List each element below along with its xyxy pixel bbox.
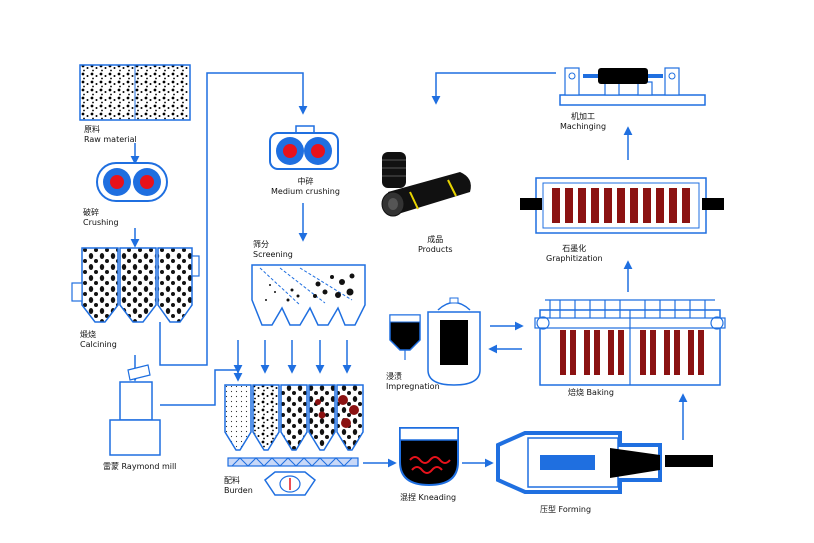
baking-furnace [534, 299, 726, 386]
label-kneading-zh: 混捏 [400, 493, 416, 502]
label-forming-en: Forming [558, 505, 592, 514]
label-products-zh: 成品 [427, 235, 444, 244]
label-burden-zh: 配料 [224, 476, 240, 485]
label-impregnation: 浸渍 Impregnation [386, 372, 440, 392]
label-baking-zh: 焙烧 [568, 388, 584, 397]
label-graphitization-en: Graphitization [546, 254, 603, 263]
raw-material-block [79, 64, 191, 121]
label-crushing-en: Crushing [83, 218, 119, 227]
medium-crusher [269, 125, 339, 170]
label-kneading-en: Kneading [418, 493, 457, 502]
kneader [399, 427, 459, 487]
label-calcining-zh: 煅烧 [80, 330, 96, 339]
label-calcining: 煅烧 Calcining [80, 330, 117, 350]
connector-calciner-outlet [159, 72, 308, 366]
label-baking-en: Baking [586, 388, 614, 397]
label-raw-material-zh: 原料 [84, 125, 100, 134]
label-burden-en: Burden [224, 486, 253, 495]
forming-press [496, 431, 713, 494]
impregnation-unit [389, 297, 481, 386]
screening-outlet-arrows [233, 340, 352, 374]
label-screening: 筛分 Screening [253, 240, 293, 260]
products-electrodes [381, 152, 471, 217]
graphitization-furnace [520, 177, 724, 234]
label-kneading: 混捏 Kneading [400, 493, 456, 503]
label-medium-crushing-zh: 中碎 [297, 177, 314, 186]
label-impregnation-en: Impregnation [386, 382, 440, 391]
label-products-en: Products [418, 245, 453, 254]
label-calcining-en: Calcining [80, 340, 117, 349]
label-raymond-mill-zh: 雷蒙 [103, 462, 119, 471]
label-screening-zh: 筛分 [253, 240, 269, 249]
label-crushing-zh: 破碎 [83, 208, 99, 217]
label-products: 成品 Products [418, 235, 453, 255]
label-impregnation-zh: 浸渍 [386, 372, 402, 381]
weighing-scale [263, 471, 317, 496]
label-medium-crushing: 中碎 Medium crushing [271, 177, 340, 197]
label-crushing: 破碎 Crushing [83, 208, 119, 228]
label-medium-crushing-en: Medium crushing [271, 187, 340, 196]
label-raw-material: 原料 Raw material [84, 125, 137, 145]
label-forming-zh: 压型 [540, 505, 556, 514]
machining-lathe [559, 67, 706, 106]
arrow-machining-to-products [431, 72, 556, 105]
label-graphitization: 石墨化 Graphitization [546, 244, 603, 264]
calciner [71, 247, 200, 323]
label-forming: 压型 Forming [540, 505, 591, 515]
label-screening-en: Screening [253, 250, 293, 259]
raymond-mill [109, 364, 161, 456]
label-machining: 机加工 Machinging [560, 112, 606, 132]
label-raw-material-en: Raw material [84, 135, 137, 144]
label-raymond-mill: 雷蒙 Raymond mill [103, 462, 176, 472]
label-machining-en: Machinging [560, 122, 607, 131]
label-machining-zh: 机加工 [571, 112, 595, 121]
crusher [96, 162, 168, 202]
label-raymond-mill-en: Raymond mill [121, 462, 177, 471]
label-baking: 焙烧 Baking [568, 388, 614, 398]
label-burden: 配料 Burden [224, 476, 253, 496]
burden-bins [224, 384, 364, 467]
label-graphitization-zh: 石墨化 [562, 244, 587, 253]
screening-unit [251, 264, 366, 326]
